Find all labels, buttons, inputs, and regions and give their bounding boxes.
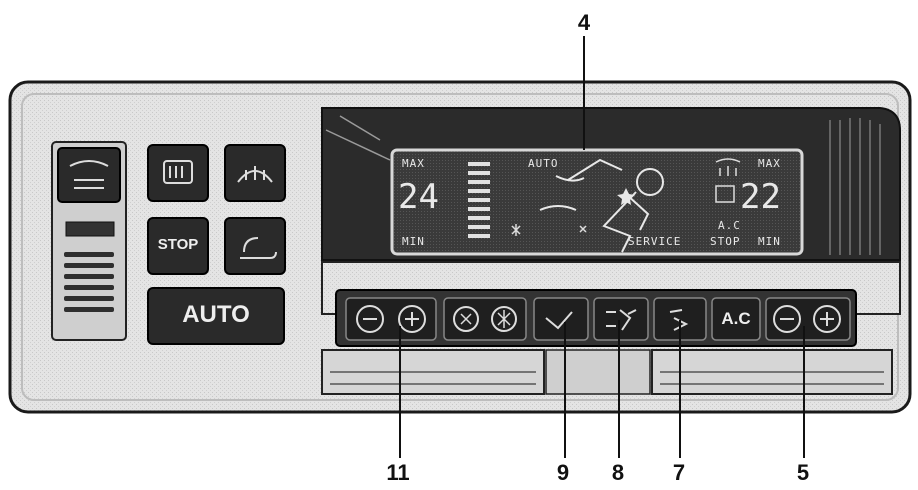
lcd-left-max: MAX <box>402 157 425 170</box>
rear-defrost-button <box>57 147 121 203</box>
hood-highlight <box>325 115 391 161</box>
display-small-fan-icon <box>579 225 587 233</box>
lower-vent-center <box>545 349 651 395</box>
slider-grille <box>64 252 114 312</box>
display-recirc-icon <box>715 185 735 203</box>
plus-icon <box>398 305 426 333</box>
lcd-right-min: MIN <box>758 235 781 248</box>
hood-louvres <box>829 118 881 255</box>
lcd-right-temperature: 22 <box>740 177 781 217</box>
rear-window-heat-icon <box>163 160 193 184</box>
seated-person-icon <box>539 158 664 253</box>
minus-icon <box>773 305 801 333</box>
leader-lines <box>399 36 805 458</box>
callout-8: 8 <box>611 460 625 485</box>
rear-defrost-icon <box>69 160 109 189</box>
minus-icon <box>356 305 384 333</box>
auto-button-label[interactable]: AUTO <box>182 301 250 328</box>
lcd-ac: A.C <box>718 219 741 232</box>
callout-9: 9 <box>556 460 570 485</box>
stop-button <box>147 217 209 275</box>
callout-11: 11 <box>386 460 410 485</box>
callout-7: 7 <box>672 460 686 485</box>
lcd-stop: STOP <box>710 235 741 248</box>
face-vent-button <box>533 297 589 341</box>
bi-level-vent-icon <box>606 309 637 331</box>
temp-left-button-pair <box>345 297 437 341</box>
lcd-left-temperature: 24 <box>398 177 439 217</box>
display-defrost-icon <box>715 158 741 176</box>
callout-5: 5 <box>796 460 810 485</box>
stop-button-label[interactable]: STOP <box>157 236 199 253</box>
fan-button-pair <box>443 297 527 341</box>
windscreen-defrost-icon <box>237 166 273 183</box>
fan-high-icon <box>491 306 517 332</box>
display-fan-icon <box>511 224 521 236</box>
lcd-auto: AUTO <box>528 157 559 170</box>
ac-button-label[interactable]: A.C <box>721 309 751 328</box>
bi-level-vent-button <box>593 297 649 341</box>
ac-button <box>711 297 761 341</box>
recirculation-button <box>224 217 286 275</box>
temp-right-button-pair <box>765 297 851 341</box>
floor-vent-icon <box>669 309 689 331</box>
lcd-service: SERVICE <box>628 235 682 248</box>
rear-window-heat-button <box>147 144 209 202</box>
recirculation-icon <box>240 237 277 259</box>
rec-badge <box>65 221 115 237</box>
fan-low-icon <box>453 306 479 332</box>
lcd-screen <box>390 148 804 256</box>
lcd-left-min: MIN <box>402 235 425 248</box>
lcd-right-max: MAX <box>758 157 781 170</box>
fan-speed-bars <box>468 162 490 238</box>
callout-4: 4 <box>577 10 591 35</box>
auto-button <box>147 287 285 345</box>
display-star-icon <box>617 188 635 205</box>
plus-icon <box>813 305 841 333</box>
face-vent-icon <box>545 311 573 330</box>
